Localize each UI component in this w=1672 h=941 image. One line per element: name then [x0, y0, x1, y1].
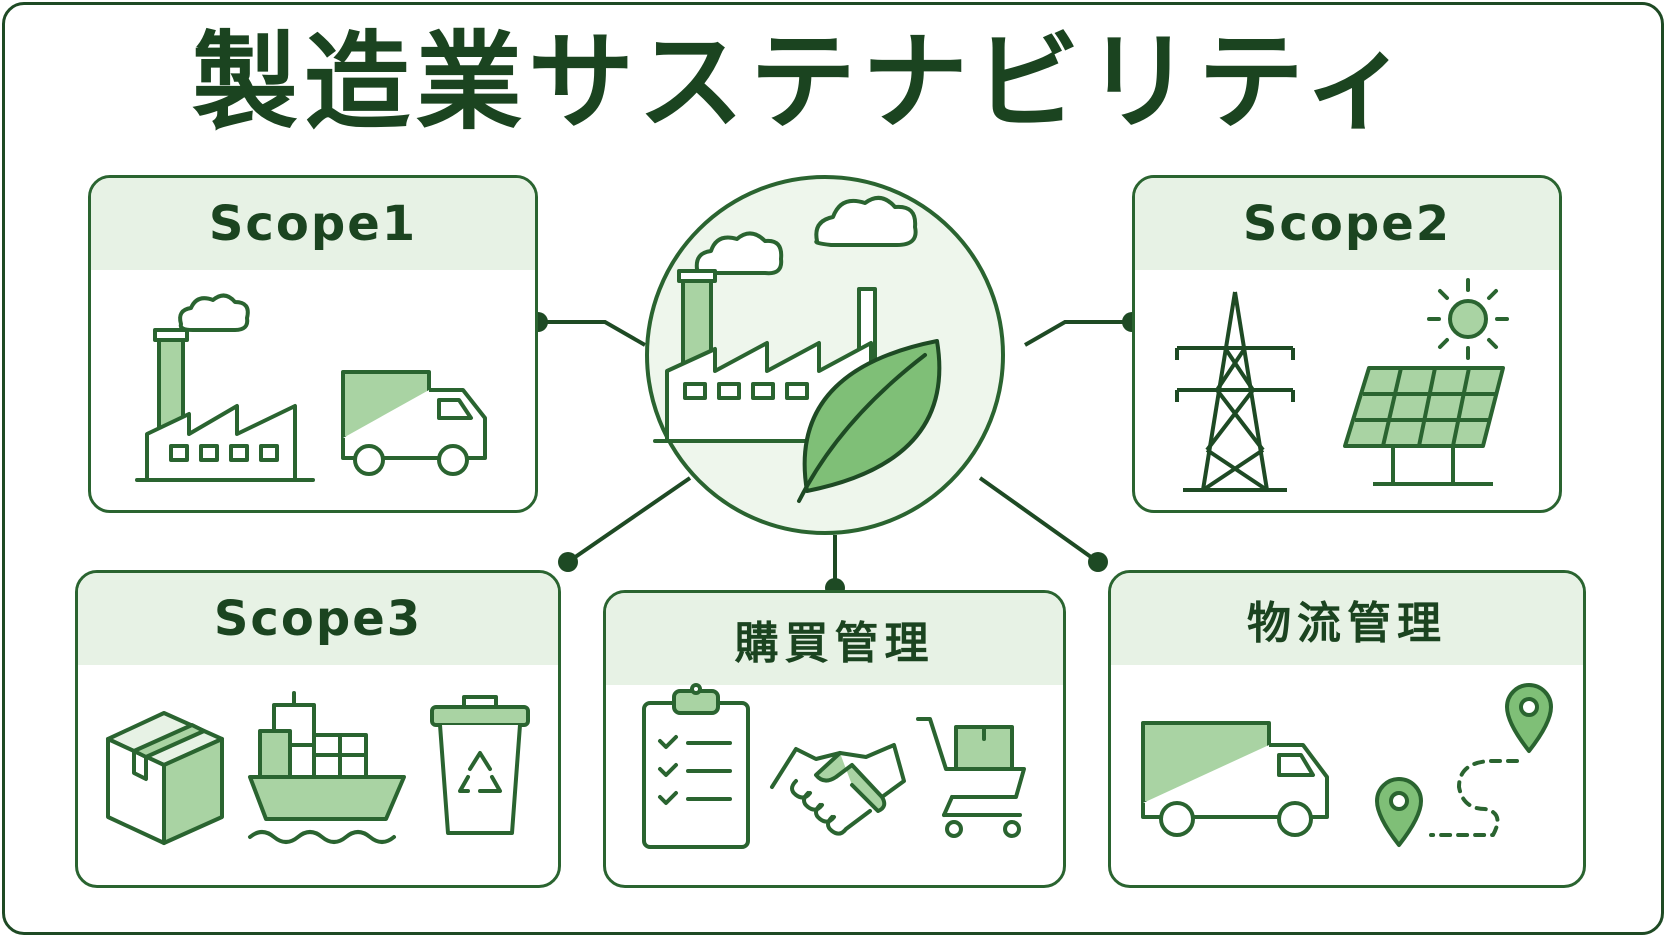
box-icon: [106, 711, 224, 845]
main-title: 製造業サステナビリティ: [192, 21, 1416, 144]
leaf-icon: [797, 339, 942, 503]
route-map-icon: [1369, 675, 1565, 855]
solar-panel-icon: [1343, 366, 1509, 490]
cargo-ship-icon: [248, 691, 408, 855]
card-body: [91, 270, 535, 510]
card-logistics: 物流管理: [1108, 570, 1586, 888]
card-header: Scope1: [91, 178, 535, 270]
connector-scope3: [566, 476, 692, 564]
connector-logistics: [978, 476, 1100, 564]
handshake-icon: [770, 735, 906, 839]
card-body: [1111, 665, 1583, 885]
card-header: Scope2: [1135, 178, 1559, 270]
card-scope2: Scope2: [1132, 175, 1562, 513]
delivery-truck-icon: [1141, 721, 1331, 839]
card-title-scope2: Scope2: [1242, 196, 1452, 252]
shopping-cart-icon: [916, 715, 1036, 839]
card-scope1: Scope1: [88, 175, 538, 513]
card-body: [78, 665, 558, 885]
clipboard-checklist-icon: [642, 683, 750, 849]
card-title-scope1: Scope1: [208, 196, 418, 252]
connector-node-logistics: [1088, 552, 1108, 572]
card-title-logistics: 物流管理: [1247, 598, 1447, 649]
connector-scope1: [538, 320, 646, 347]
factory-icon: [135, 278, 315, 492]
card-header: Scope3: [78, 573, 558, 665]
card-body: [606, 683, 1063, 885]
card-header: 物流管理: [1111, 573, 1583, 665]
truck-icon: [341, 370, 489, 480]
recycle-bin-icon: [430, 695, 530, 837]
cloud-icon: [814, 195, 918, 247]
hub-illustration: [653, 195, 942, 503]
center-hub: [645, 175, 1005, 535]
card-procurement: 購買管理: [603, 590, 1066, 888]
card-title-scope3: Scope3: [213, 591, 423, 647]
sun-icon: [1425, 276, 1511, 362]
card-title-procurement: 購買管理: [734, 618, 935, 669]
card-body: [1135, 270, 1559, 510]
cloud-icon: [694, 231, 784, 276]
power-tower-icon: [1173, 290, 1297, 492]
connector-scope2: [1024, 320, 1132, 347]
connector-node-scope3: [558, 552, 578, 572]
card-header: 購買管理: [606, 593, 1063, 685]
card-scope3: Scope3: [75, 570, 561, 888]
